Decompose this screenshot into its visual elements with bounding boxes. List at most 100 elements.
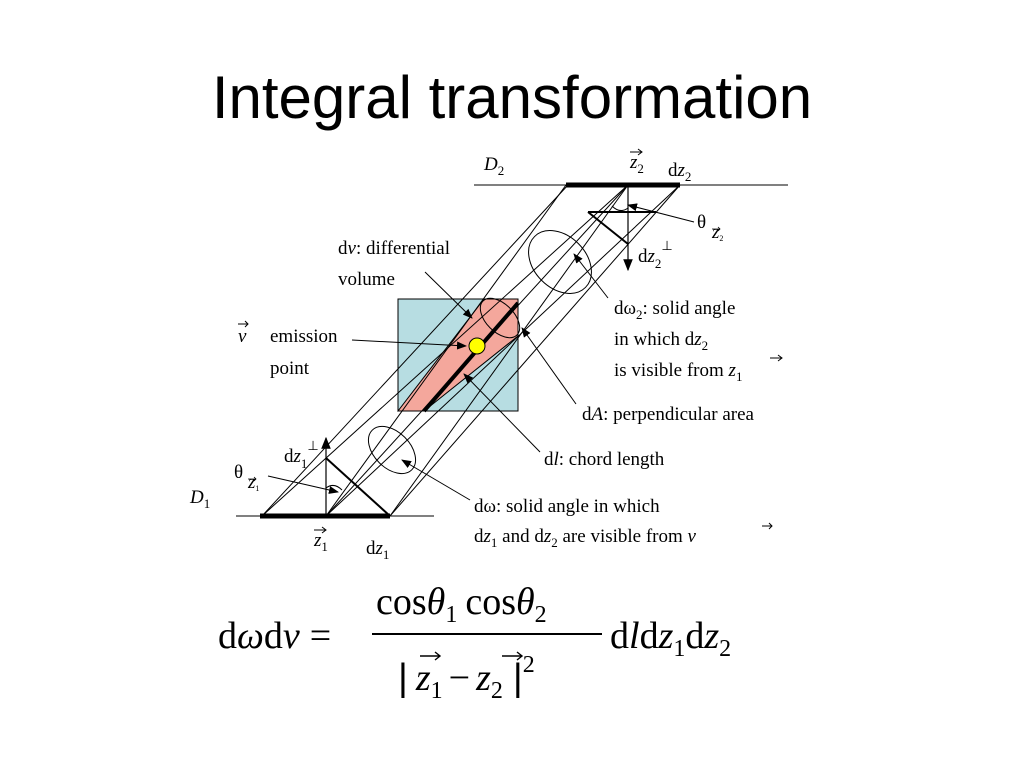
label-dz1-perp-sup: ⊥ xyxy=(307,438,318,453)
label-D1: D1 xyxy=(189,487,210,511)
chord-line xyxy=(422,301,520,413)
label-domega2-l3-pre: is visible from xyxy=(614,360,729,381)
label-domega-var2: z xyxy=(543,526,552,547)
vector-arrow-icon xyxy=(712,226,721,232)
label-dz2-perp-d: d xyxy=(638,246,648,267)
label-theta-z1-sym: θ xyxy=(234,462,243,483)
label-dz2: dz2 xyxy=(668,160,691,184)
label-dz1-perp-sub: 1 xyxy=(301,456,308,471)
label-dv-rest: : differential xyxy=(356,238,450,259)
cone-line xyxy=(389,184,629,517)
label-dz2-sub: 2 xyxy=(685,169,692,184)
label-z2-var: z xyxy=(629,152,638,173)
eq-den-z2: z xyxy=(475,657,491,699)
eq-rhs-sub2: 2 xyxy=(719,636,731,662)
eq-num-cos1: cos xyxy=(376,581,427,623)
vector-arrow-icon xyxy=(502,651,524,661)
vector-arrow-icon xyxy=(314,526,327,534)
svg-text:dωdv=: dωdv= xyxy=(218,615,331,657)
label-domega: dω: solid angle in which dz1 and dz2 are… xyxy=(474,496,773,550)
eq-den-bar1: | xyxy=(398,657,408,699)
eq-den-sub2: 2 xyxy=(491,678,503,704)
label-domega2-l3-var: z xyxy=(728,360,737,381)
label-domega2: dω2: solid angle in which dz2 is visible… xyxy=(614,298,783,384)
eq-num-sub1: 1 xyxy=(445,602,457,628)
vector-arrow-icon xyxy=(630,148,643,156)
eq-den-exp: 2 xyxy=(523,652,535,678)
label-dl-rest: : chord length xyxy=(559,449,665,470)
pointer-emission xyxy=(351,339,467,350)
svg-text:z1: z1 xyxy=(313,530,328,554)
label-z2-sub: 2 xyxy=(637,161,644,176)
label-domega-vec: v xyxy=(688,526,697,547)
svg-text:dz1 and dz2 are visible from v: dz1 and dz2 are visible from v xyxy=(474,526,697,550)
eq-rhs-l: l xyxy=(629,615,640,657)
vector-arrow-icon xyxy=(420,651,442,661)
label-emission-vec: v xyxy=(238,326,247,347)
emission-point xyxy=(468,337,486,355)
cone-line xyxy=(261,184,629,517)
label-theta-z1-sub: 1 xyxy=(255,484,259,493)
label-dv-line2: volume xyxy=(338,269,395,290)
label-dz1-perp: dz1⊥ xyxy=(284,438,319,471)
label-dA-d: d xyxy=(582,404,592,425)
eq-num-sub2: 2 xyxy=(535,602,547,628)
label-dz1: dz1 xyxy=(366,538,389,562)
pointer-domega2 xyxy=(573,253,609,299)
label-emission: v emission point xyxy=(238,320,338,379)
label-theta-z2-vec: z xyxy=(711,222,720,243)
svg-text:θ: θ xyxy=(697,212,706,233)
vector-arrow-icon xyxy=(238,320,249,328)
label-dz2-perp-var: z xyxy=(647,246,656,267)
angle-arc-bottom xyxy=(325,484,343,491)
label-dv-var: v xyxy=(348,238,357,259)
svg-text:z2: z2 xyxy=(629,152,644,176)
eq-lhs-omega: ω xyxy=(237,615,264,657)
eq-rhs-z1: z xyxy=(658,615,674,657)
label-z1-sub: 1 xyxy=(321,539,328,554)
label-dl: dl: chord length xyxy=(544,449,665,470)
perp-projection-bottom xyxy=(325,457,391,517)
label-domega2-sub: 2 xyxy=(636,307,643,322)
label-z1-var: z xyxy=(313,530,322,551)
svg-text:in which dz2: in which dz2 xyxy=(614,329,708,353)
eq-den-bar2: | xyxy=(513,657,523,699)
label-dz1-sub: 1 xyxy=(383,547,390,562)
cone-line xyxy=(389,184,681,517)
eq-rhs-d2: d xyxy=(640,615,659,657)
label-dz2-perp-sup: ⊥ xyxy=(661,238,672,253)
label-dz1-perp-var: z xyxy=(293,446,302,467)
label-theta-z2-sub: 2 xyxy=(719,234,723,243)
solid-angle-ellipse-bottom xyxy=(367,425,417,475)
label-dz2-var: z xyxy=(677,160,686,181)
label-emission-line1: emission xyxy=(270,326,338,347)
svg-text:z1: z1 xyxy=(247,472,259,493)
eq-lhs-d1: d xyxy=(218,615,237,657)
label-theta-z2: θ z2 xyxy=(697,212,723,243)
eq-rhs-d3: d xyxy=(685,615,704,657)
label-domega-var1: z xyxy=(483,526,492,547)
eq-lhs-d2: d xyxy=(264,615,283,657)
pointer-theta-top xyxy=(627,203,695,223)
eq-num-cos2: cos xyxy=(465,581,516,623)
cone-line xyxy=(325,184,567,517)
label-dz1-d: d xyxy=(366,538,376,559)
svg-text:θ: θ xyxy=(234,462,243,483)
angle-arc-top xyxy=(611,205,629,212)
label-D1-sub: 1 xyxy=(204,496,211,511)
label-dl-d: d xyxy=(544,449,554,470)
eq-den-minus: − xyxy=(449,657,470,699)
eq-num-theta2: θ xyxy=(516,581,535,623)
label-domega-sub2: 2 xyxy=(551,535,558,550)
label-D2-name: D xyxy=(483,154,498,175)
label-domega2-rest: : solid angle xyxy=(643,298,736,319)
label-z1-vector: z1 xyxy=(313,526,328,554)
label-theta-z2-sym: θ xyxy=(697,212,706,233)
eq-rhs-z2: z xyxy=(703,615,719,657)
label-dv-d: d xyxy=(338,238,348,259)
pointer-theta-bottom xyxy=(267,475,339,494)
label-D1-name: D xyxy=(189,487,204,508)
label-domega2-l3-sub: 1 xyxy=(736,369,743,384)
